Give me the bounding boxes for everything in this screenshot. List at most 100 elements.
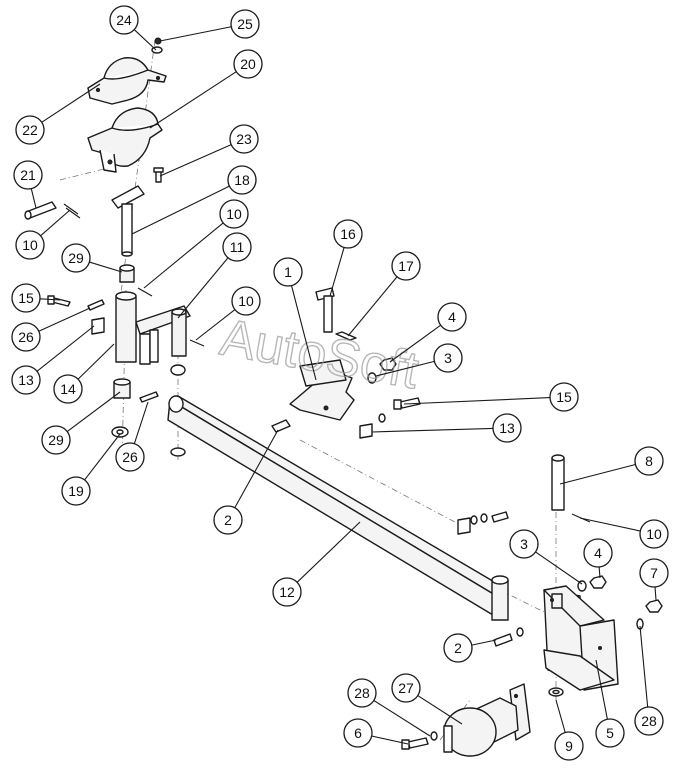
part-bracket-5: [543, 585, 619, 691]
callout-number: 26: [122, 449, 138, 465]
callout-number: 4: [448, 309, 456, 325]
callout-c2b: 2: [443, 633, 497, 663]
callout-number: 10: [226, 206, 242, 222]
leader-line: [40, 209, 71, 237]
leader-line: [471, 639, 497, 646]
part-bushing-29: [119, 264, 135, 283]
leader-line: [535, 551, 583, 585]
callout-circle: [634, 446, 664, 476]
callout-circle: [109, 5, 139, 35]
callout-circle: [53, 374, 83, 404]
callout-c3a: 3: [375, 343, 463, 377]
callout-c28b: 28: [634, 625, 664, 736]
callout-c5: 5: [595, 659, 625, 748]
callout-c11: 11: [177, 232, 252, 319]
callout-number: 9: [565, 738, 573, 754]
part-bolt-23: [153, 167, 164, 183]
callout-c3b: 3: [509, 529, 583, 585]
callout-c9: 9: [554, 699, 584, 761]
callout-number: 25: [237, 16, 253, 32]
callout-number: 14: [60, 381, 76, 397]
part-bolt-15-right: [378, 397, 509, 525]
callout-c12: 12: [272, 521, 361, 607]
leader-line: [329, 247, 345, 297]
part-nuts-right: [577, 575, 663, 630]
callout-number: 3: [444, 350, 452, 366]
leader-line: [133, 401, 149, 444]
callout-c7: 7: [639, 558, 669, 601]
callout-c2a: 2: [213, 429, 279, 535]
part-pin-21: [24, 201, 57, 220]
callout-number: 1: [284, 264, 292, 280]
part-beam-12: [167, 395, 509, 621]
part-clip-17: [335, 331, 357, 341]
callout-number: 24: [116, 12, 132, 28]
part-plate-1: [289, 359, 355, 421]
callout-number: 12: [279, 584, 295, 600]
callout-circle: [595, 718, 625, 748]
leader-line: [290, 285, 317, 381]
callout-number: 10: [238, 293, 254, 309]
part-bracket-14: [115, 291, 191, 365]
callout-circle: [343, 718, 373, 748]
callout-circle: [41, 425, 71, 455]
callout-c20: 20: [149, 49, 263, 129]
callout-c28a: 28: [347, 678, 431, 737]
leader-line: [36, 325, 95, 372]
callout-c13b: 13: [371, 413, 522, 443]
callout-number: 13: [18, 372, 34, 388]
leader-line: [654, 586, 657, 601]
callout-c21: 21: [13, 160, 43, 209]
callout-circle: [443, 633, 473, 663]
callout-number: 27: [398, 680, 414, 696]
leader-line: [639, 625, 649, 708]
leader-line: [89, 261, 123, 273]
leader-line: [403, 397, 551, 405]
callout-c10c: 10: [195, 286, 261, 341]
callout-c26b: 26: [115, 401, 149, 472]
callout-c8: 8: [559, 446, 664, 485]
callout-circle: [11, 322, 41, 352]
callout-number: 29: [48, 432, 64, 448]
callout-circle: [509, 529, 539, 559]
part-washer-24: [151, 37, 163, 54]
callout-c6: 6: [343, 718, 409, 748]
leader-line: [347, 276, 398, 337]
part-washer-19: [111, 426, 129, 438]
part-bolt-15: [47, 295, 71, 307]
callout-c1: 1: [273, 257, 317, 381]
callout-circle: [227, 165, 257, 195]
callout-c29b: 29: [41, 391, 121, 455]
callout-number: 28: [641, 713, 657, 729]
part-handle-pin-18: [111, 185, 145, 257]
part-housing-27: [443, 683, 531, 757]
callout-circle: [11, 365, 41, 395]
callout-number: 29: [68, 250, 84, 266]
callout-number: 6: [354, 725, 362, 741]
callout-number: 10: [22, 237, 38, 253]
callout-c15a: 15: [11, 283, 61, 313]
leader-line: [133, 29, 157, 51]
callout-number: 10: [646, 526, 662, 542]
callout-circle: [391, 251, 421, 281]
part-washers-axle: [170, 364, 186, 457]
callout-number: 16: [340, 226, 356, 242]
callout-c23: 23: [159, 124, 259, 177]
callout-circle: [13, 160, 43, 190]
callout-c10a: 10: [143, 199, 249, 289]
part-pin-8: [551, 454, 565, 511]
callout-circle: [11, 283, 41, 313]
callout-c22: 22: [15, 83, 101, 145]
part-pin-16: [315, 287, 335, 333]
callout-circle: [634, 706, 664, 736]
callout-c24: 24: [109, 5, 157, 51]
callout-circle: [639, 519, 669, 549]
callout-number: 26: [18, 329, 34, 345]
callout-c18: 18: [131, 165, 257, 235]
callout-circle: [492, 413, 522, 443]
callout-circle: [554, 731, 584, 761]
callout-circle: [333, 219, 363, 249]
leader-line: [555, 699, 566, 733]
callout-c15b: 15: [403, 382, 579, 412]
